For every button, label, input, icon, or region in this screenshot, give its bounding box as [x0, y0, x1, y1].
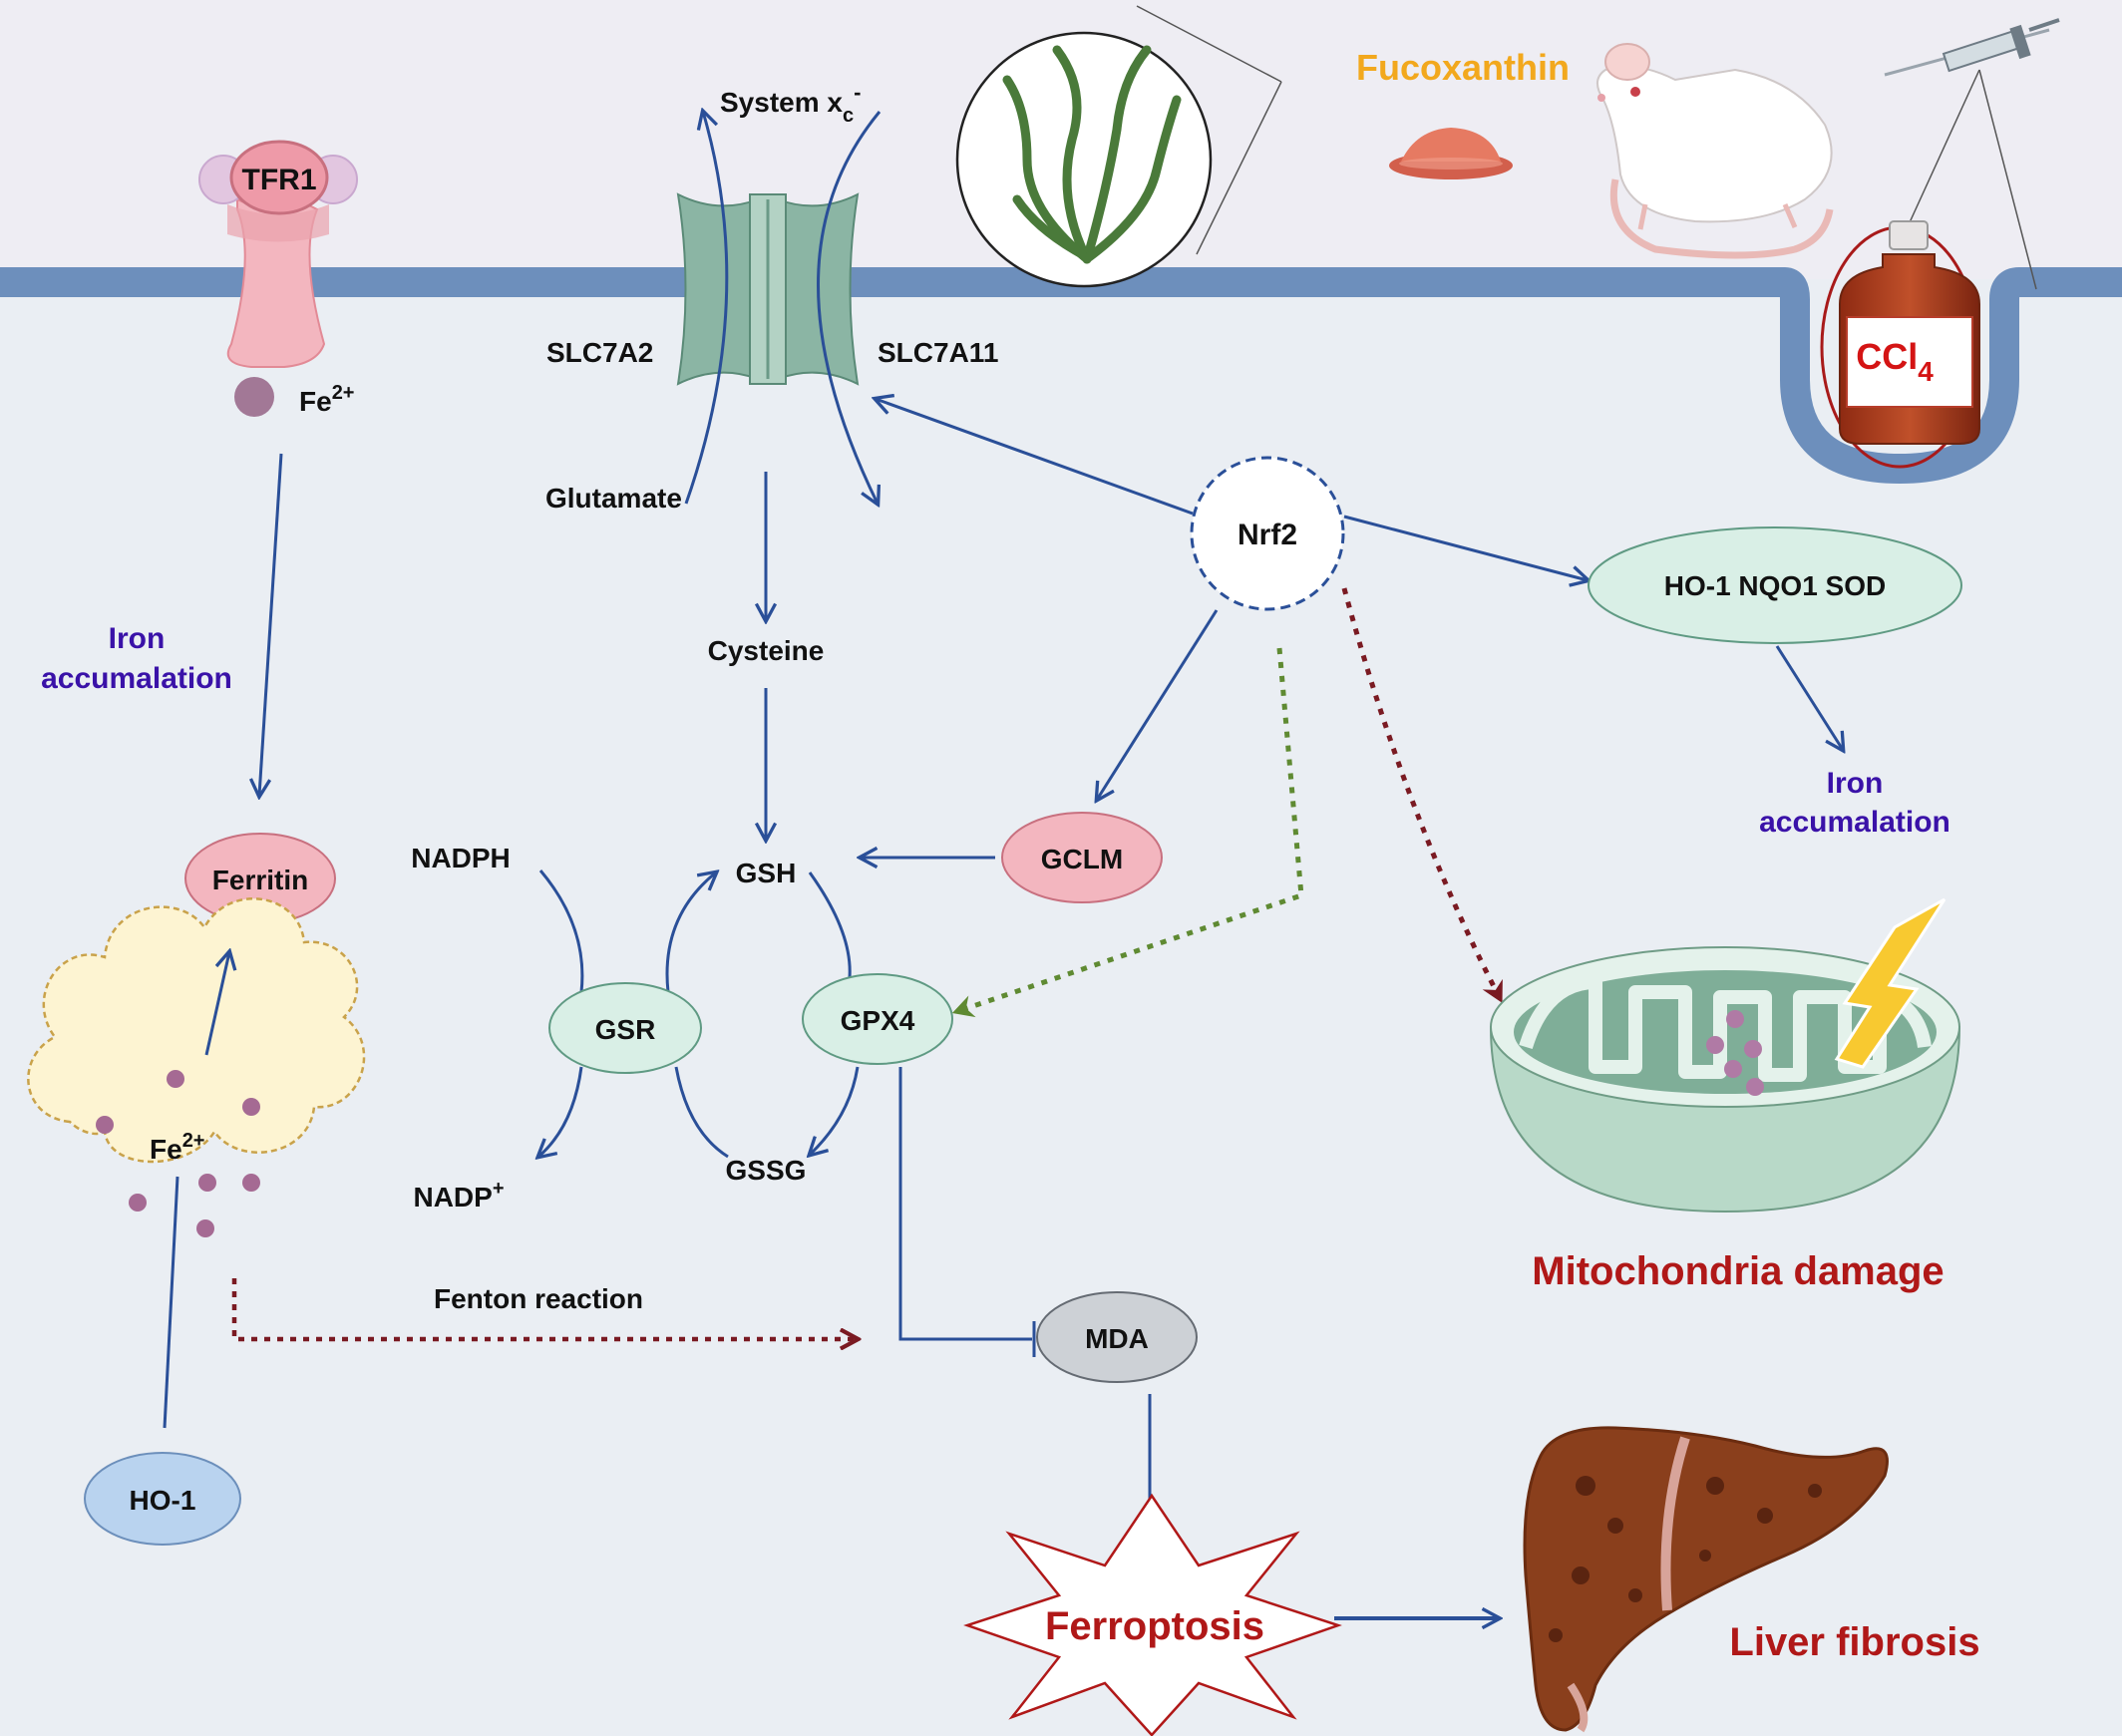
ho1-label: HO-1: [130, 1485, 196, 1516]
arrow-nrf2-to-slc7a11: [876, 399, 1194, 516]
inhibit-gpx4-mda: [898, 1067, 1032, 1341]
ho1-nqo1-sod-label: HO-1 NQO1 SOD: [1664, 570, 1886, 601]
iron-accumulation-left-line1: Iron: [109, 622, 166, 655]
gclm-node: [1001, 812, 1163, 903]
arrow-to-iron-accumulation-right: [1775, 645, 1843, 750]
system-xc-label: System xc-: [720, 80, 861, 127]
arrow-cloud-to-ferritin: [204, 952, 229, 1056]
gssg-label: GSSG: [726, 1155, 807, 1186]
gpx4-label: GPX4: [841, 1005, 915, 1036]
nadph-label: NADPH: [411, 843, 511, 873]
gsr-label: GSR: [595, 1014, 656, 1045]
gclm-label: GCLM: [1041, 844, 1123, 874]
mda-node: [1036, 1291, 1198, 1383]
fe-cloud: [27, 897, 366, 1164]
liver-fibrosis-label: Liver fibrosis: [1729, 1620, 1979, 1664]
cell-membrane: [0, 267, 2122, 485]
gpx4-node: [802, 973, 953, 1065]
ccl4-label: CCl4: [1856, 336, 1934, 387]
fucoxanthin-powder-icon: [1389, 128, 1513, 179]
line-nadph-gsr: [538, 869, 584, 993]
line-ho1-to-cloud: [163, 1176, 179, 1429]
arrow-fe-to-ferritin: [259, 453, 283, 796]
callout-syringe-2: [1978, 69, 2037, 290]
arrow-glutamate-out: [684, 112, 729, 505]
fe-ion-icon: [234, 377, 274, 417]
rat-icon: [1596, 43, 1834, 259]
arrow-nrf2-to-ho1-nqo1-sod: [1343, 515, 1588, 580]
fucoxanthin-label: Fucoxanthin: [1356, 47, 1570, 88]
cysteine-label: Cysteine: [708, 635, 825, 666]
arrow-nrf2-to-gclm: [1097, 609, 1219, 800]
mitochondrion-icon: [1489, 897, 1961, 1214]
nrf2-label: Nrf2: [1238, 519, 1297, 551]
system-xc-transporter: [676, 192, 860, 386]
nrf2-node: [1190, 456, 1345, 611]
ferritin-label: Ferritin: [212, 865, 308, 895]
syringe-icon: [1884, 18, 2060, 77]
tfr1-label: TFR1: [242, 164, 317, 196]
arrow-gpx4-to-gssg: [810, 1066, 860, 1155]
arrow-nrf2-to-gpx4: [951, 647, 1304, 1018]
slc7a11-label: SLC7A11: [878, 337, 998, 368]
mito-damage-label: Mitochondria damage: [1532, 1249, 1944, 1293]
callout-syringe-1: [1899, 69, 1980, 245]
nadp-label: NADP+: [413, 1178, 504, 1213]
fe-cloud-label: Fe2+: [150, 1130, 205, 1165]
fenton-label: Fenton reaction: [434, 1283, 643, 1314]
fe-cloud-particles: [96, 1070, 260, 1237]
gsh-label: GSH: [736, 858, 797, 888]
iron-accumulation-right-line1: Iron: [1827, 767, 1884, 800]
fe-top-label: Fe2+: [299, 382, 355, 417]
liver-icon: [1523, 1426, 1889, 1733]
ho1-nqo1-sod-node: [1588, 526, 1962, 644]
line-gsh-gpx4: [808, 871, 852, 978]
iron-accumulation-right-line2: accumalation: [1759, 806, 1950, 839]
seaweed-icon: [1002, 45, 1182, 264]
tfr1-receptor: TFR1: [198, 140, 358, 368]
callout-line-top: [1136, 5, 1282, 83]
gsr-node: [548, 982, 702, 1074]
ccl4-bottle-icon: [1839, 220, 1980, 445]
callout-line-bottom: [1196, 81, 1282, 255]
arrow-gsr-to-gsh: [665, 872, 716, 993]
arrow-cystine-in: [817, 111, 882, 504]
arrow-nrf2-to-mitochondria: [1341, 587, 1504, 1003]
arrow-gsr-to-nadp: [538, 1066, 583, 1157]
ferroptosis-star: [963, 1493, 1342, 1736]
line-gssg-gsr: [674, 1066, 729, 1159]
lightning-icon: [1834, 897, 1946, 1069]
iron-accumulation-left-line2: accumalation: [41, 662, 232, 695]
ferroptosis-label: Ferroptosis: [1045, 1604, 1264, 1648]
mda-label: MDA: [1085, 1323, 1149, 1354]
glutamate-label: Glutamate: [545, 483, 682, 514]
ho1-node: [84, 1452, 241, 1546]
slc7a2-label: SLC7A2: [546, 337, 653, 368]
